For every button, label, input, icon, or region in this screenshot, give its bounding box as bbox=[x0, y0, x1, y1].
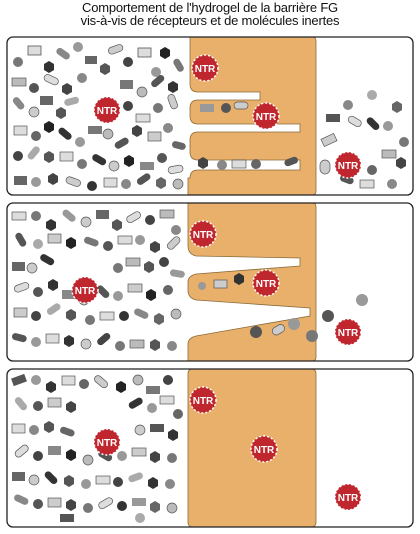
ntr-receptor-2: NTR bbox=[191, 54, 219, 82]
channel-molecules-2 bbox=[198, 273, 368, 342]
panel-1-border bbox=[6, 36, 414, 196]
channel-molecules-1 bbox=[198, 101, 298, 170]
molecule-crowd-left bbox=[11, 373, 183, 523]
ntr-receptor-5: NTR bbox=[71, 276, 99, 304]
ntr-receptor-10: NTR bbox=[189, 386, 217, 414]
molecule-crowd-left bbox=[11, 209, 185, 351]
ntr-label: NTR bbox=[256, 112, 277, 123]
ntr-label: NTR bbox=[193, 230, 214, 241]
ntr-label: NTR bbox=[75, 286, 96, 297]
ntr-receptor-7: NTR bbox=[252, 269, 280, 297]
ntr-label: NTR bbox=[338, 328, 359, 339]
figure-title-line-1: Comportement de l'hydrogel de la barrièr… bbox=[82, 0, 338, 15]
panel-1-contents: NTR NTR NTR NTR bbox=[7, 37, 413, 195]
ntr-label: NTR bbox=[256, 279, 277, 290]
panel-2: NTR NTR NTR NTR bbox=[6, 202, 414, 362]
ntr-receptor-3: NTR bbox=[252, 102, 280, 130]
molecule-crowd-left bbox=[11, 42, 186, 191]
ntr-receptor-12: NTR bbox=[334, 483, 362, 511]
panel-1: NTR NTR NTR NTR bbox=[6, 36, 414, 196]
panel-3: NTR NTR NTR NTR bbox=[6, 368, 414, 528]
ntr-receptor-9: NTR bbox=[93, 428, 121, 456]
ntr-label: NTR bbox=[97, 106, 118, 117]
ntr-receptor-4: NTR bbox=[334, 151, 362, 179]
molecule-crowd-right bbox=[319, 90, 409, 189]
ntr-label: NTR bbox=[97, 438, 118, 449]
panel-3-contents: NTR NTR NTR NTR bbox=[7, 369, 413, 527]
panel-2-border bbox=[6, 202, 414, 362]
panel-2-contents: NTR NTR NTR NTR bbox=[7, 203, 413, 361]
ntr-label: NTR bbox=[338, 161, 359, 172]
panel-3-border bbox=[6, 368, 414, 528]
ntr-receptor-6: NTR bbox=[189, 220, 217, 248]
figure-title-line-2: vis-à-vis de récepteurs et de molécules … bbox=[80, 13, 340, 28]
ntr-receptor-11: NTR bbox=[250, 435, 278, 463]
ntr-receptor-1: NTR bbox=[93, 96, 121, 124]
ntr-label: NTR bbox=[195, 64, 216, 75]
ntr-label: NTR bbox=[254, 445, 275, 456]
ntr-label: NTR bbox=[193, 396, 214, 407]
ntr-receptor-8: NTR bbox=[334, 318, 362, 346]
pore-block-2 bbox=[187, 203, 317, 361]
ntr-label: NTR bbox=[338, 493, 359, 504]
